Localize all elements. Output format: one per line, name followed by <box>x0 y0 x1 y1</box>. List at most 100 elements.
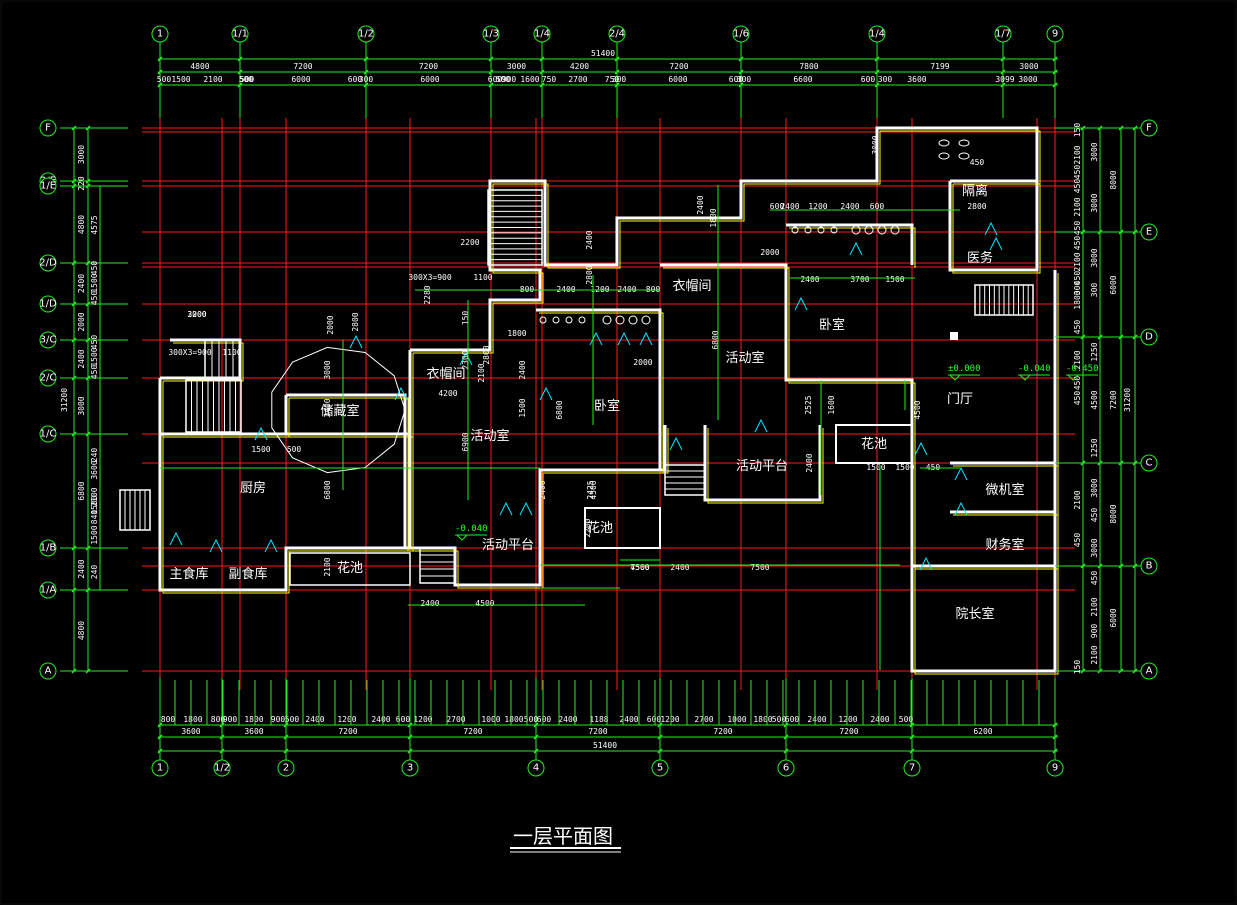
wash-basin <box>539 316 547 324</box>
right-detail-label: 450 <box>1073 236 1082 251</box>
dimension-tick <box>488 56 494 62</box>
wall-bedroom1 <box>536 308 662 470</box>
top-detail-label: 500 <box>239 75 254 84</box>
dimension-tick <box>539 82 545 88</box>
axis-bubble-bottom <box>151 759 169 777</box>
dimension-tick <box>85 375 91 381</box>
dimension-tick <box>1052 748 1058 754</box>
dimension-tick <box>1097 563 1103 569</box>
interior-dimension-label: 2800 <box>967 202 986 211</box>
room-label: 副食库 <box>228 566 267 582</box>
dimension-tick <box>1080 563 1086 569</box>
right-detail-label: 150 <box>1073 660 1082 675</box>
door-swing <box>989 236 1003 251</box>
wash-basin <box>791 226 799 234</box>
left-detail-label: 240 <box>90 565 99 580</box>
top-detail-label: 3099 <box>995 75 1014 84</box>
interior-dimension-label: 2400 <box>696 195 705 214</box>
interior-dimension-label: 2800 <box>351 312 360 331</box>
dimension-tick <box>363 56 369 62</box>
dimension-tick <box>539 56 545 62</box>
interior-dimension-label: 2425 <box>586 480 595 499</box>
interior-dimension-label: 2800 <box>585 265 594 284</box>
dimension-tick <box>71 183 77 189</box>
dimension-tick <box>85 178 91 184</box>
room-label: 储藏室 <box>320 403 359 419</box>
left-detail-label: 450 <box>90 261 99 276</box>
interior-dimension-label: 1800 <box>709 208 718 227</box>
wall-center-south <box>408 350 667 587</box>
dimension-tick <box>1118 563 1124 569</box>
top-detail-label: 3600 <box>907 75 926 84</box>
door-swing <box>499 501 513 516</box>
door-swing <box>169 531 183 546</box>
dimension-tick <box>1118 229 1124 235</box>
right-mid-label: 3000 <box>1090 248 1099 267</box>
wall-isolation <box>948 179 1039 272</box>
bottom-detail-label: 2700 <box>446 715 465 724</box>
top-detail-label: 750 <box>605 75 620 84</box>
interior-dimension-label: 1500 <box>518 398 527 417</box>
right-detail-label: 2100 <box>1073 197 1082 216</box>
axis-bubble-top <box>357 25 375 43</box>
top-bay-label: 3000 <box>1019 62 1038 71</box>
bottom-detail-label: 2400 <box>305 715 324 724</box>
top-detail-label: 750 <box>542 75 557 84</box>
top-bay-label: 7199 <box>930 62 949 71</box>
axis-bubble-left-label: A <box>45 666 52 677</box>
interior-dimension-label: 4500 <box>589 480 598 499</box>
bottom-detail-label: 1200 <box>838 715 857 724</box>
bottom-detail-label: 2400 <box>371 715 390 724</box>
right-detail-label: 450 <box>1073 221 1082 236</box>
right-detail-label: 150 <box>1073 123 1082 138</box>
right-mid-label: 900 <box>1090 624 1099 639</box>
bottom-detail-label: 500 <box>285 715 300 724</box>
axis-bubble-bottom <box>1046 759 1064 777</box>
stairs-layer <box>119 189 1034 584</box>
axis-bubble-left <box>39 177 57 195</box>
dimension-tick <box>85 260 91 266</box>
axis-bubble-top <box>533 25 551 43</box>
wall-bedroom2 <box>660 263 914 425</box>
right-mid-label: 4500 <box>1090 390 1099 409</box>
dimension-tick <box>71 178 77 184</box>
interior-dimension-label: 2100 <box>477 363 486 382</box>
axis-bubble-bottom <box>651 759 669 777</box>
toilet-fixture <box>938 152 950 160</box>
door-swing <box>349 334 363 349</box>
axis-bubble-top <box>151 25 169 43</box>
interior-dimension-label: 2400 <box>538 480 547 499</box>
dimension-tick <box>157 734 163 740</box>
right-mid-label: 3000 <box>1090 538 1099 557</box>
interior-dimension-label: 2800 <box>482 345 491 364</box>
top-detail-label: 1600 <box>520 75 539 84</box>
axis-bubble-right-label: A <box>1146 666 1153 677</box>
dimension-tick <box>614 56 620 62</box>
dimension-tick <box>909 734 915 740</box>
axis-bubble-left-label: 1/D <box>39 299 57 310</box>
bottom-bay-label: 7200 <box>338 727 357 736</box>
right-detail-label: 450 <box>1073 165 1082 180</box>
axis-bubble-top <box>608 25 626 43</box>
interior-dimension-label: 6800 <box>555 400 564 419</box>
dimension-tick <box>1080 460 1086 466</box>
bottom-overall-label: 51400 <box>593 741 617 750</box>
interior-dimension-label: 4500 <box>475 599 494 608</box>
axis-bubble-bottom <box>401 759 419 777</box>
axis-bubble-top-label: 1 <box>157 29 163 40</box>
toilet-fixture <box>877 225 887 235</box>
top-detail-label: 600 <box>861 75 876 84</box>
dimension-tick <box>85 545 91 551</box>
dimension-tick <box>533 748 539 754</box>
stairs-west-upper <box>204 339 241 381</box>
top-detail-label: 300 <box>737 75 752 84</box>
door-swing <box>639 331 653 346</box>
bottom-detail-label: 1800 <box>504 715 523 724</box>
interior-dimension-label: 1800 <box>507 329 526 338</box>
interior-dimension-label: 150 <box>461 311 470 326</box>
bottom-detail-label: 1000 <box>481 715 500 724</box>
interior-dimension-label: 1500 <box>895 463 914 472</box>
axis-bubble-left-label: 1/B <box>40 543 57 554</box>
dimension-tick <box>71 125 77 131</box>
